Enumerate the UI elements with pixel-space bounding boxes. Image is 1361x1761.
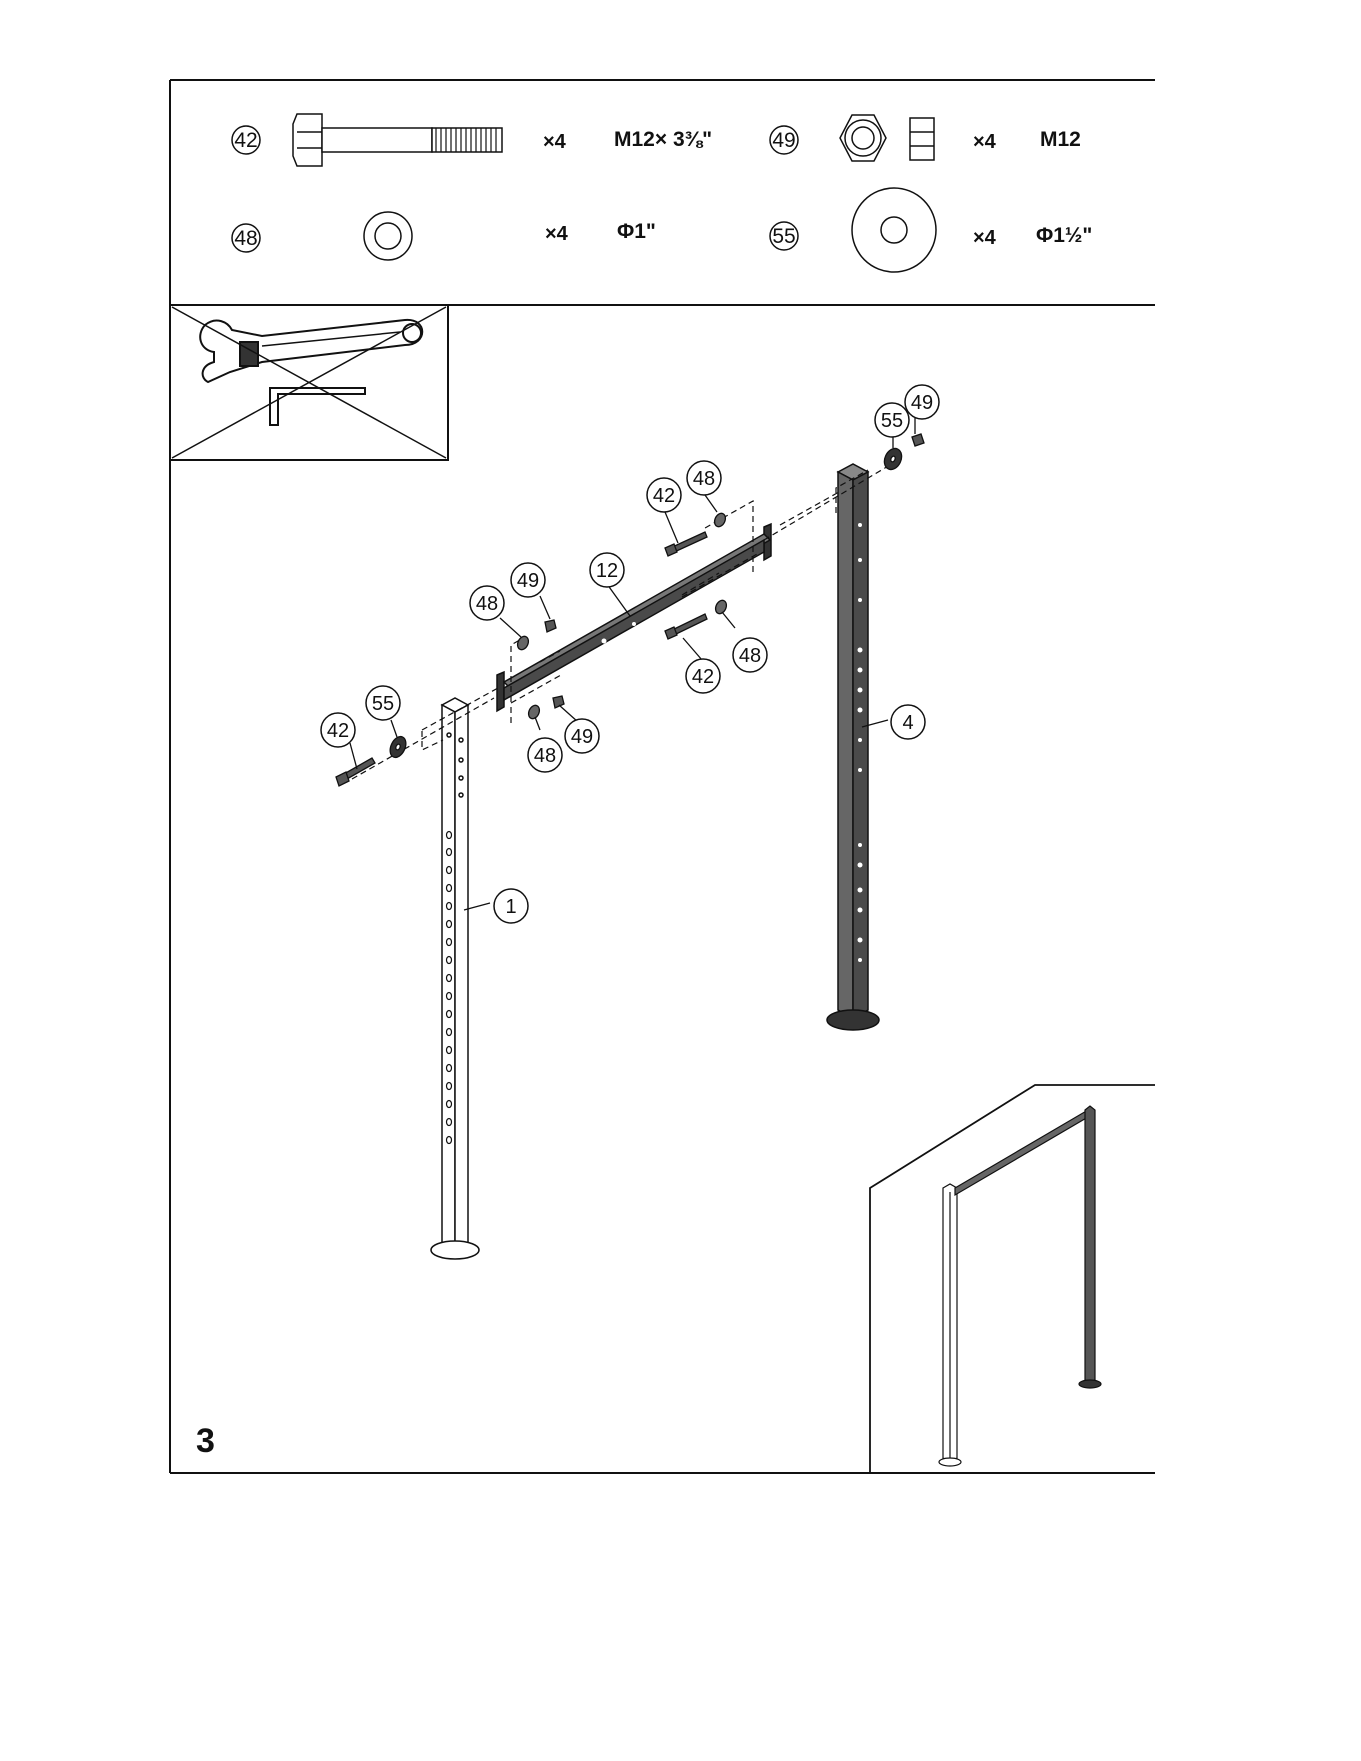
svg-text:1: 1	[505, 896, 516, 918]
part-id-label: 55	[772, 225, 795, 248]
adjustable-wrench-icon	[200, 320, 422, 382]
callout-49-lower-left: 49	[565, 719, 599, 753]
upright-4	[827, 464, 879, 1030]
page-frame	[170, 80, 1155, 1473]
callout-48-upper-right: 48	[687, 461, 721, 495]
callout-4: 4	[891, 705, 925, 739]
svg-text:49: 49	[517, 570, 539, 592]
svg-text:48: 48	[534, 745, 556, 767]
part-spec: Φ1"	[617, 220, 656, 243]
bolt-42-lower-right	[665, 614, 707, 639]
svg-text:12: 12	[596, 560, 618, 582]
part-row-49: 49 ×4 M12	[770, 115, 1081, 161]
callout-42-left: 42	[321, 713, 355, 747]
svg-text:55: 55	[881, 410, 903, 432]
bolt-42-upper-right	[665, 532, 707, 556]
assembly-drawing: 42 55 48 49 12 42 48 48	[321, 385, 939, 1259]
svg-text:42: 42	[653, 485, 675, 507]
part-id-label: 48	[234, 227, 257, 250]
washer-55-left	[387, 734, 409, 760]
callout-49-upper-left: 49	[511, 563, 545, 597]
callout-leaders	[350, 418, 915, 910]
part-id-label: 49	[772, 129, 795, 152]
callout-42-upper-right: 42	[647, 478, 681, 512]
part-row-42: 42 ×4 M12× 3⅜"	[232, 114, 712, 166]
svg-text:49: 49	[571, 726, 593, 748]
washer-48-lower-right	[714, 599, 729, 616]
part-qty: ×4	[543, 131, 567, 153]
callout-12: 12	[590, 553, 624, 587]
svg-text:42: 42	[692, 666, 714, 688]
svg-text:49: 49	[911, 392, 933, 414]
upright-1	[431, 698, 479, 1259]
svg-text:55: 55	[372, 693, 394, 715]
washer-48-upper-right	[713, 512, 728, 529]
bolt-icon	[293, 114, 502, 166]
svg-text:42: 42	[327, 720, 349, 742]
callout-48-lower-left: 48	[528, 738, 562, 772]
tools-not-required-panel	[170, 305, 448, 460]
crossbar-12	[497, 524, 771, 711]
part-id-label: 42	[234, 129, 257, 152]
inset-upright-left	[939, 1184, 961, 1466]
part-spec: Φ1½"	[1036, 224, 1092, 247]
crossed-out-mark	[172, 307, 446, 458]
callout-48-upper-left: 48	[470, 586, 504, 620]
callout-1: 1	[494, 889, 528, 923]
allen-key-icon	[270, 388, 365, 425]
part-row-55: 55 ×4 Φ1½"	[770, 188, 1092, 272]
callout-48-lower-right: 48	[733, 638, 767, 672]
callout-49-right: 49	[905, 385, 939, 419]
callout-42-lower-right: 42	[686, 659, 720, 693]
nut-49-upper-left	[545, 620, 556, 632]
washer-48-upper-left	[516, 635, 531, 652]
nut-49-right	[912, 434, 924, 446]
part-qty: ×4	[973, 227, 997, 249]
part-row-48: 48 ×4 Φ1"	[232, 212, 656, 260]
washer-48-lower-left	[527, 704, 542, 721]
nut-49-lower-left	[553, 696, 564, 708]
hardware-table: 42 ×4 M12× 3⅜"	[232, 114, 1092, 272]
callout-55-right: 55	[875, 403, 909, 437]
part-qty: ×4	[973, 131, 997, 153]
part-spec: M12	[1040, 128, 1081, 151]
hex-nut-icon	[840, 115, 934, 161]
svg-text:48: 48	[739, 645, 761, 667]
large-washer-icon	[852, 188, 936, 272]
svg-text:48: 48	[693, 468, 715, 490]
svg-text:4: 4	[902, 712, 913, 734]
completed-view-inset	[870, 1085, 1155, 1473]
part-qty: ×4	[545, 223, 569, 245]
step-number: 3	[196, 1422, 215, 1460]
inset-upright-right	[1079, 1106, 1101, 1388]
callout-55-left: 55	[366, 686, 400, 720]
svg-text:48: 48	[476, 593, 498, 615]
small-washer-icon	[364, 212, 412, 260]
part-spec: M12× 3⅜"	[614, 128, 712, 151]
